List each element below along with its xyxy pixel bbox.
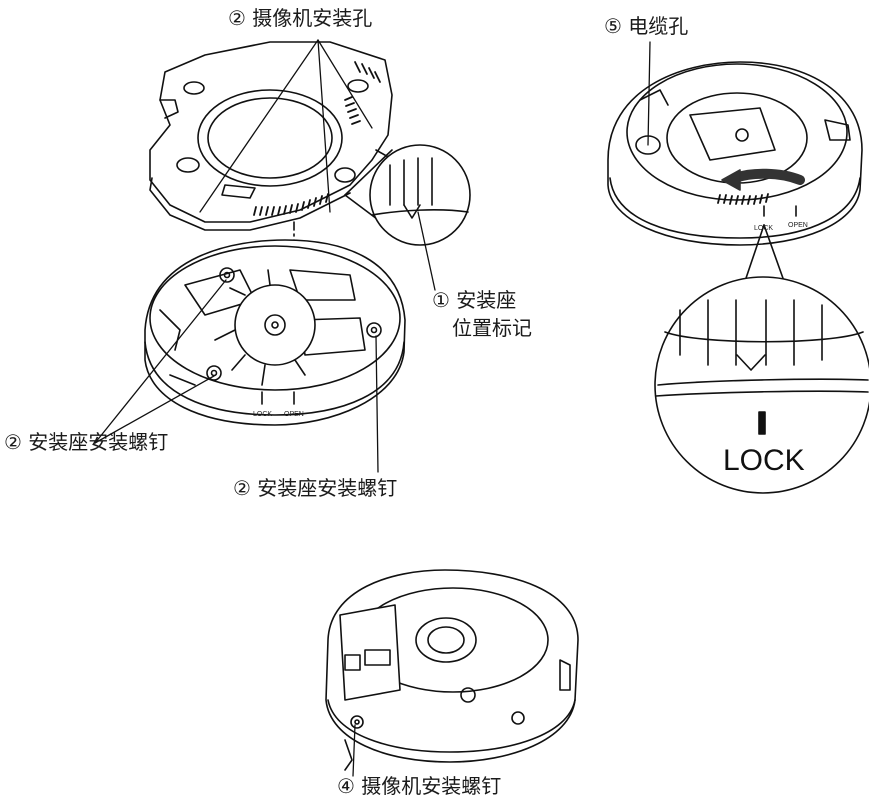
lock-zoom (655, 225, 869, 493)
unit-lock-marking: LOCK (754, 225, 773, 232)
unit-open-marking: OPEN (788, 222, 808, 229)
label-base-screw-left: ② 安装座安装螺钉 (4, 430, 169, 454)
lock-zoom-text: LOCK (723, 444, 805, 477)
label-base-position-mark-1: ① 安装座 (432, 288, 517, 312)
base-lock-marking: LOCK (253, 411, 272, 418)
leader-line-camera-screw (353, 725, 355, 776)
base-open-marking: OPEN (284, 411, 304, 418)
camera-unit (326, 570, 578, 770)
label-base-position-mark-2: 位置标记 (452, 316, 532, 340)
leader-lines-left (95, 40, 435, 472)
label-cable-hole: ⑤ 电缆孔 (604, 14, 689, 38)
mount-bracket-plate (150, 42, 392, 230)
label-base-screw-right: ② 安装座安装螺钉 (233, 476, 398, 500)
assembled-unit (608, 62, 862, 245)
panel-markings: LOCK OPEN LOCK OPEN (253, 222, 808, 418)
position-mark-zoom (345, 145, 470, 245)
label-camera-mount-holes: ② 摄像机安装孔 (228, 6, 373, 30)
leader-line-cable-hole (648, 42, 650, 145)
label-camera-screw: ④ 摄像机安装螺钉 (337, 774, 502, 798)
